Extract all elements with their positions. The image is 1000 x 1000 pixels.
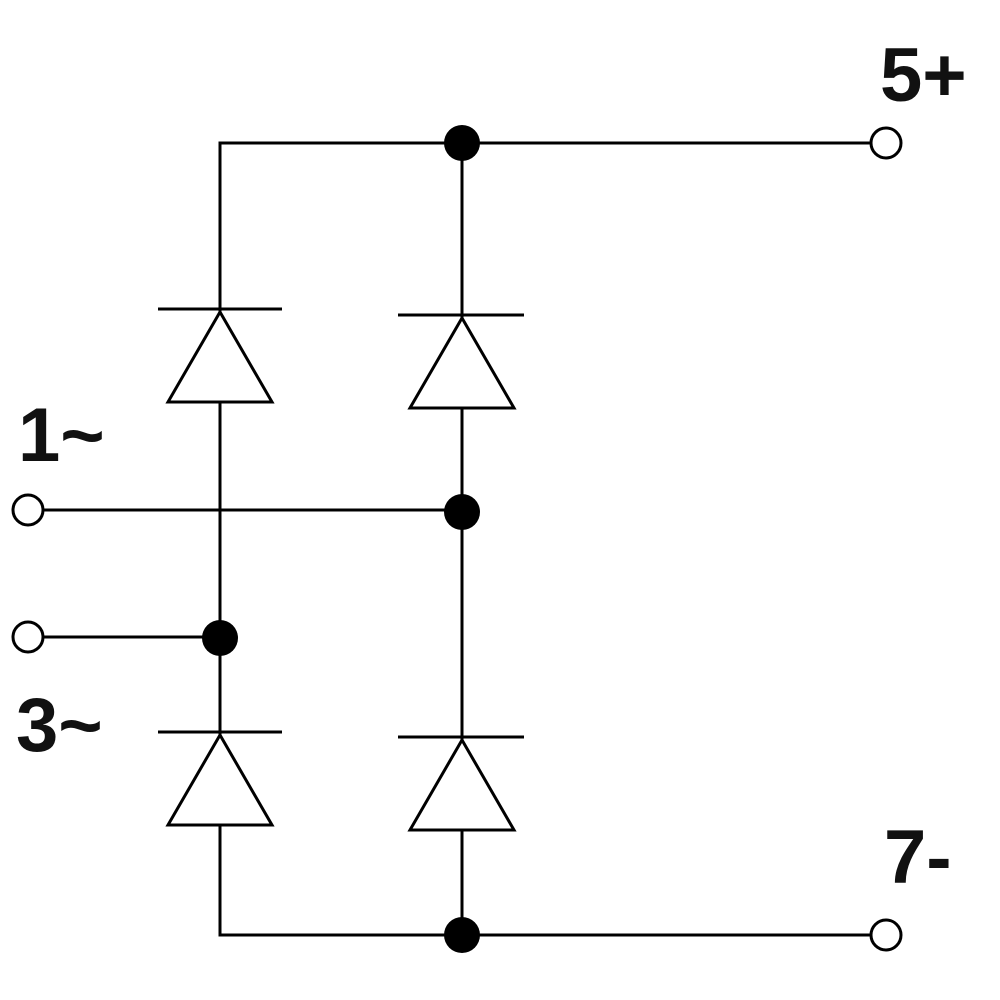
label-7-minus: 7- <box>884 815 952 900</box>
diode-upper-left <box>158 307 282 404</box>
diode-upper-right <box>398 313 524 410</box>
label-5-plus: 5+ <box>880 33 967 118</box>
terminal-3-ac <box>11 620 45 654</box>
terminal-7-minus <box>869 918 903 952</box>
diode-lower-right <box>398 735 524 832</box>
junction-ac1 <box>444 494 480 530</box>
terminal-1-ac <box>11 493 45 527</box>
label-1-ac: 1~ <box>18 393 105 478</box>
terminal-5-plus <box>869 126 903 160</box>
diode-lower-left <box>158 730 282 827</box>
label-3-ac: 3~ <box>16 683 103 768</box>
wire-bottom-rail <box>218 825 872 937</box>
junction-ac3 <box>202 620 238 656</box>
junction-bottom <box>444 917 480 953</box>
wire-top-rail <box>218 141 872 402</box>
junction-top <box>444 125 480 161</box>
